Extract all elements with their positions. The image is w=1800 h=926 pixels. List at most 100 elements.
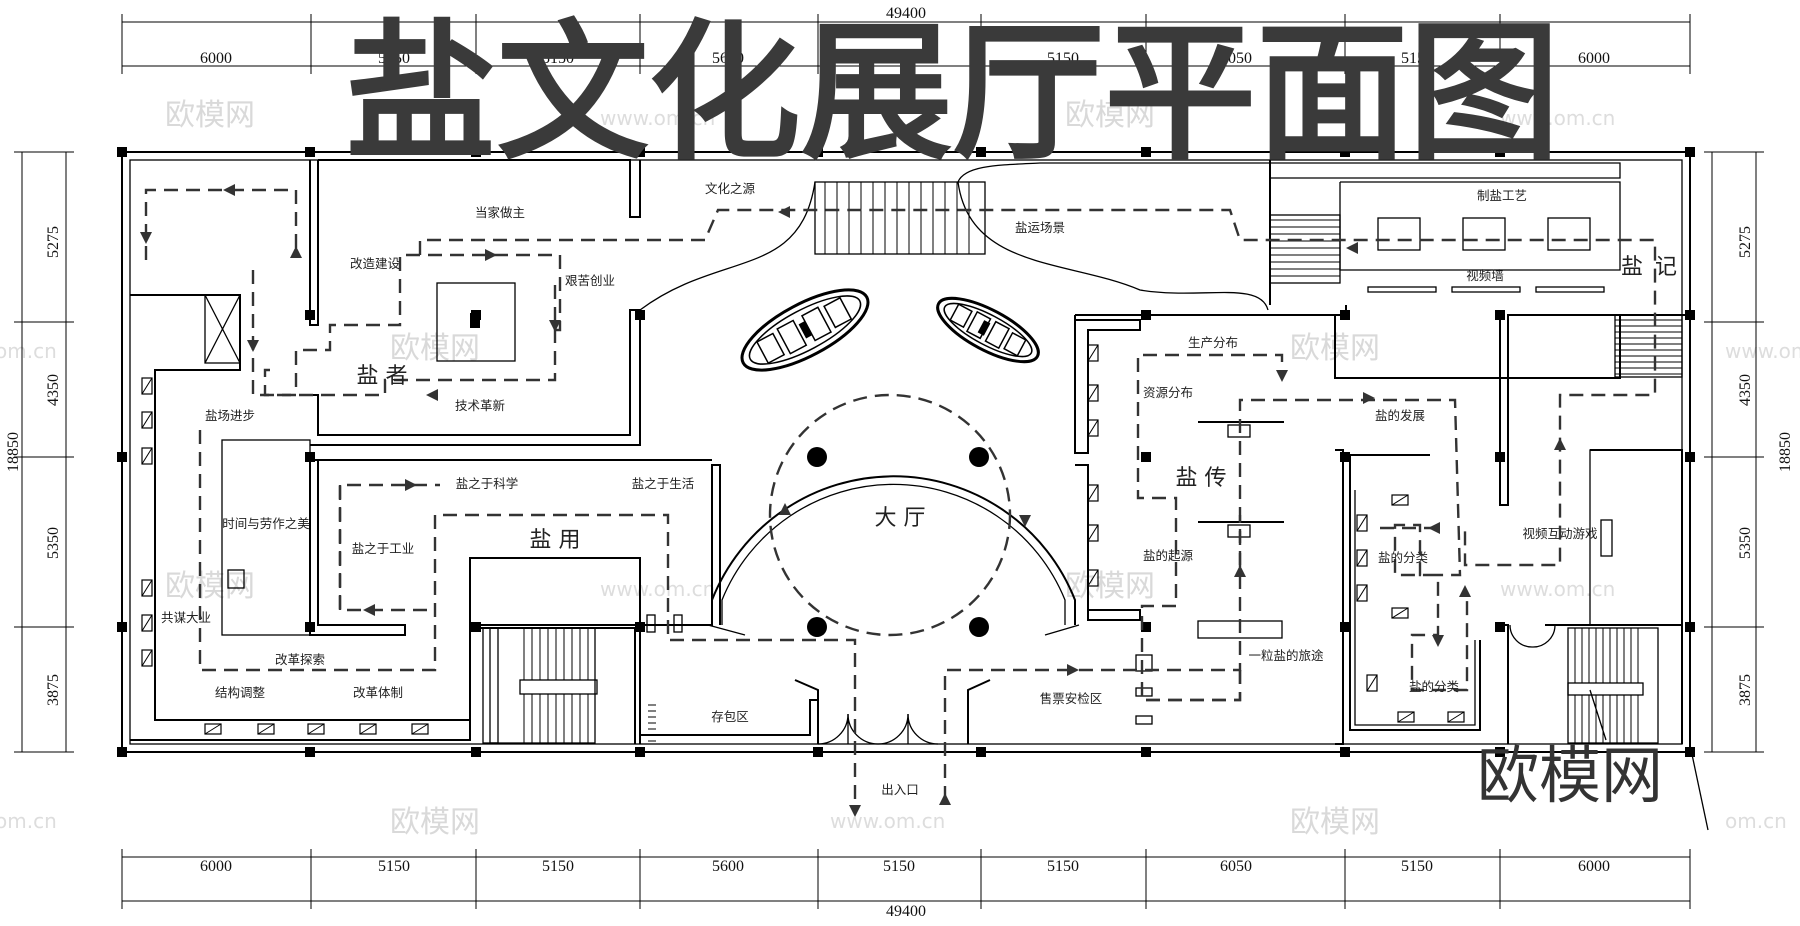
dimension-left-segment: 4350 <box>45 374 62 406</box>
route-arrow <box>1554 438 1566 450</box>
route-arrow <box>426 389 438 401</box>
dimension-top-segment: 5150 <box>542 50 574 67</box>
display-panel <box>1356 549 1368 567</box>
display-panel <box>359 723 377 735</box>
room-label: 盐之于科学 <box>456 476 519 491</box>
hall-column <box>807 447 827 467</box>
structural-column <box>635 147 645 157</box>
room-label: 盐场进步 <box>205 408 255 423</box>
dimension-top-segment: 5150 <box>1047 50 1079 67</box>
display-panel-hatch <box>141 579 153 597</box>
boat-model <box>936 296 1040 364</box>
display-panel <box>257 723 275 735</box>
structural-column <box>1685 310 1695 320</box>
route-arrow <box>223 184 235 196</box>
zone-yan-ji-1: 盐 <box>1621 255 1643 280</box>
building-walls <box>121 151 1691 753</box>
display-panel-hatch <box>1087 484 1099 502</box>
structural-column <box>117 622 127 632</box>
room-label: 制盐工艺 <box>1477 188 1527 203</box>
route-arrow <box>1234 565 1246 577</box>
display-panel-hatch <box>1087 384 1099 402</box>
display-panel-hatch <box>1397 711 1415 723</box>
dimension-top-total: 49400 <box>886 5 926 22</box>
structural-column <box>117 747 127 757</box>
structural-column <box>813 147 823 157</box>
structural-column <box>305 452 315 462</box>
route-arrow <box>939 793 951 805</box>
room-label: 共谋大业 <box>161 610 211 625</box>
route-arrow <box>405 479 417 491</box>
room-labels: 当家做主 文化之源 盐运场景 制盐工艺 视频墙 改造建设 艰苦创业 技术革新 盐… <box>161 181 1598 797</box>
room-label: 视频墙 <box>1466 268 1504 283</box>
display-panel-hatch <box>141 411 153 429</box>
structural-column <box>471 747 481 757</box>
room-label: 盐之于工业 <box>352 541 415 556</box>
watermark-logo: 欧模网 <box>1290 805 1380 840</box>
hall-route-ring <box>768 393 1012 637</box>
watermark-url: om.cn <box>0 339 57 363</box>
room-label: 改革探索 <box>275 652 325 667</box>
watermark-url: om.cn <box>0 809 57 833</box>
display-panel-hatch <box>1356 514 1368 532</box>
room-label: 售票安检区 <box>1040 691 1103 706</box>
zone-yan-zhe: 盐 者 <box>357 364 408 389</box>
route-arrow <box>1276 370 1288 382</box>
display-panel <box>1391 494 1409 506</box>
route-arrow <box>1067 664 1079 676</box>
display-panel-hatch <box>141 447 153 465</box>
boat-models <box>740 288 1040 372</box>
display-panel-hatch <box>1356 584 1368 602</box>
display-panel <box>141 447 153 465</box>
room-label: 一粒盐的旅途 <box>1248 648 1324 663</box>
brand-logo-text: 欧模网 <box>1477 739 1663 812</box>
structural-column <box>305 747 315 757</box>
zone-labels: 盐 者 盐 用 盐 传 盐 记 <box>357 255 1678 553</box>
display-panel-hatch <box>1356 549 1368 567</box>
route-arrow <box>849 805 861 817</box>
structural-column <box>305 147 315 157</box>
route-arrow <box>290 246 302 258</box>
boat-model <box>740 288 870 372</box>
dimension-top-segment: 5600 <box>712 50 744 67</box>
room-label: 技术革新 <box>455 398 505 413</box>
route-arrow <box>363 604 375 616</box>
room-label: 盐的发展 <box>1375 408 1425 423</box>
display-panel <box>1397 711 1415 723</box>
zone-yan-chuan: 盐 传 <box>1176 466 1227 491</box>
display-panel <box>1447 711 1465 723</box>
route-arrow <box>1432 635 1444 647</box>
watermark-logo: 欧模网 <box>1065 569 1155 604</box>
dimension-top-segment: 6000 <box>1578 50 1610 67</box>
display-panel-hatch <box>1391 494 1409 506</box>
structural-column <box>1340 622 1350 632</box>
display-panel <box>141 649 153 667</box>
route-arrow <box>549 320 561 332</box>
display-panel-hatch <box>1087 569 1099 587</box>
dimension-top-segment: 5150 <box>378 50 410 67</box>
dimension-left-segment: 5275 <box>45 226 62 258</box>
dimension-bottom-total: 49400 <box>886 903 926 920</box>
dimension-right-segment: 5350 <box>1737 527 1754 559</box>
dimension-bottom-segment: 5600 <box>712 858 744 875</box>
structural-column <box>471 147 481 157</box>
room-label: 生产分布 <box>1188 335 1238 350</box>
hall-column <box>969 617 989 637</box>
display-panel-hatch <box>1366 674 1378 692</box>
watermark-logo: 欧模网 <box>390 805 480 840</box>
display-panel-hatch <box>1087 524 1099 542</box>
display-panel-hatch <box>204 723 222 735</box>
dimension-bottom-segment: 5150 <box>883 858 915 875</box>
staircases <box>489 214 1683 744</box>
dimension-left-segment: 5350 <box>45 527 62 559</box>
route-arrow <box>1019 515 1031 527</box>
dimension-left-total: 18850 <box>5 432 22 472</box>
dimension-left-segment: 3875 <box>45 674 62 706</box>
dimension-top-segment: 6000 <box>200 50 232 67</box>
watermark-logo: 欧模网 <box>390 331 480 366</box>
route-arrow <box>1346 242 1358 254</box>
dimension-top-segment: 5150 <box>1401 50 1433 67</box>
dimension-top-segment: 5150 <box>883 50 915 67</box>
watermark-url: www.om.cn <box>600 106 715 130</box>
